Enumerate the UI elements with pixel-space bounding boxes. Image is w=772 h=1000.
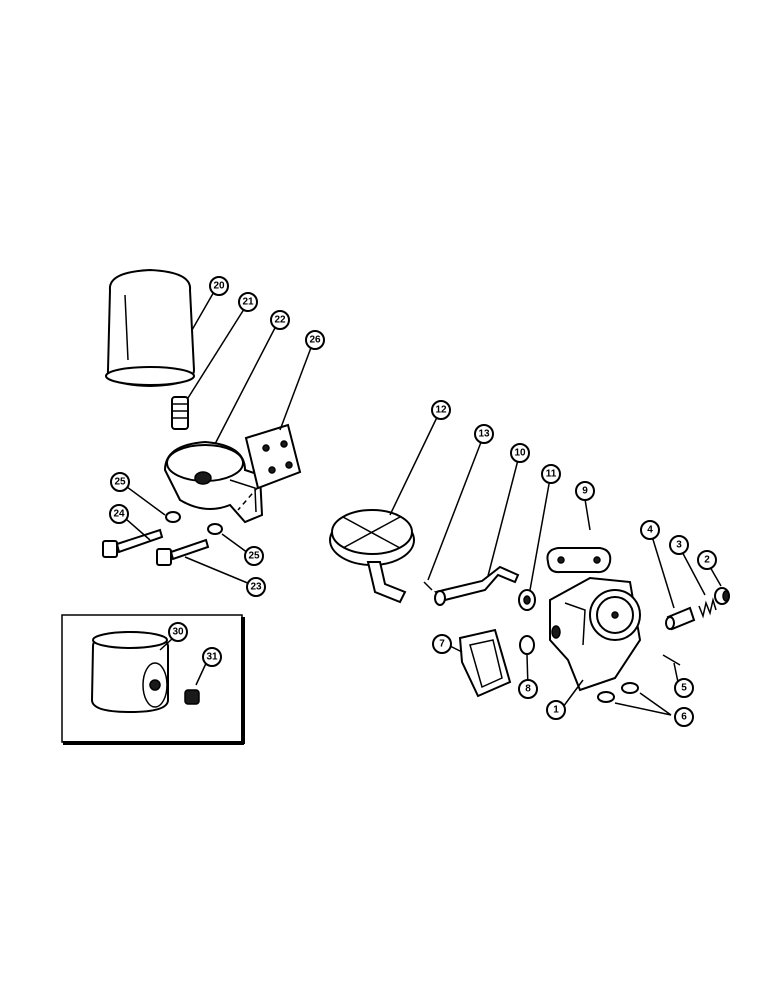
callout-24: 24 [109, 504, 129, 524]
part-bolt-short [156, 538, 210, 566]
callout-5: 5 [674, 678, 694, 698]
callout-label: 12 [435, 405, 447, 416]
callout-label: 3 [676, 540, 682, 551]
part-retaining-clip [423, 581, 433, 591]
callout-label: 21 [242, 297, 254, 308]
part-plug-right [621, 682, 639, 694]
callout-31: 31 [202, 647, 222, 667]
callout-label: 5 [681, 683, 687, 694]
callout-label: 26 [309, 335, 321, 346]
callout-label: 10 [514, 448, 526, 459]
callout-label: 23 [250, 582, 262, 593]
part-filter-canister [105, 268, 196, 388]
part-cover-plate [546, 547, 612, 574]
callout-label: 24 [113, 509, 125, 520]
callout-1: 1 [546, 700, 566, 720]
part-pin [662, 654, 681, 666]
part-washer-upper [165, 511, 181, 523]
part-washer-lower [207, 523, 223, 535]
leader-lines [125, 289, 722, 716]
callout-4: 4 [640, 520, 660, 540]
callout-30: 30 [168, 622, 188, 642]
callout-21: 21 [238, 292, 258, 312]
callout-22: 22 [270, 310, 290, 330]
part-seal-center [523, 595, 531, 605]
callout-2: 2 [697, 550, 717, 570]
callout-label: 7 [439, 639, 445, 650]
callout-6: 6 [674, 707, 694, 727]
callout-label: 20 [213, 281, 225, 292]
callout-13: 13 [474, 424, 494, 444]
callout-label: 1 [553, 705, 559, 716]
callout-label: 31 [206, 652, 218, 663]
alternate-filter-inset [61, 614, 245, 745]
callout-25-lower: 25 [244, 546, 264, 566]
part-relief-cap [714, 587, 730, 605]
callout-8: 8 [518, 679, 538, 699]
callout-3: 3 [669, 535, 689, 555]
callout-11: 11 [541, 464, 561, 484]
part-filter-gasket [244, 423, 302, 490]
part-pump-gasket [458, 628, 512, 698]
callout-26: 26 [305, 330, 325, 350]
part-filter-head [163, 440, 264, 524]
part-relief-spring [698, 597, 717, 619]
callout-label: 4 [647, 525, 653, 536]
callout-label: 25 [114, 477, 126, 488]
callout-label: 13 [478, 429, 490, 440]
part-oil-tube [433, 565, 520, 606]
callout-label: 25 [248, 551, 260, 562]
part-pickup-screen [329, 509, 415, 604]
part-oil-pump-body [549, 576, 642, 692]
callout-label: 2 [704, 555, 710, 566]
part-o-ring [519, 635, 535, 655]
callout-label: 11 [546, 469, 557, 480]
callout-25-upper: 25 [110, 472, 130, 492]
callout-label: 22 [274, 315, 286, 326]
callout-label: 30 [172, 627, 184, 638]
callout-9: 9 [575, 481, 595, 501]
callout-label: 6 [681, 712, 687, 723]
callout-23: 23 [246, 577, 266, 597]
callout-label: 9 [582, 486, 588, 497]
callout-20: 20 [209, 276, 229, 296]
part-plug-left [597, 691, 615, 703]
callout-label: 8 [525, 684, 531, 695]
callout-7: 7 [432, 634, 452, 654]
part-bolt-long [102, 528, 164, 558]
part-relief-plunger [665, 606, 696, 631]
callout-12: 12 [431, 400, 451, 420]
part-threaded-stud [171, 396, 189, 430]
callout-10: 10 [510, 443, 530, 463]
